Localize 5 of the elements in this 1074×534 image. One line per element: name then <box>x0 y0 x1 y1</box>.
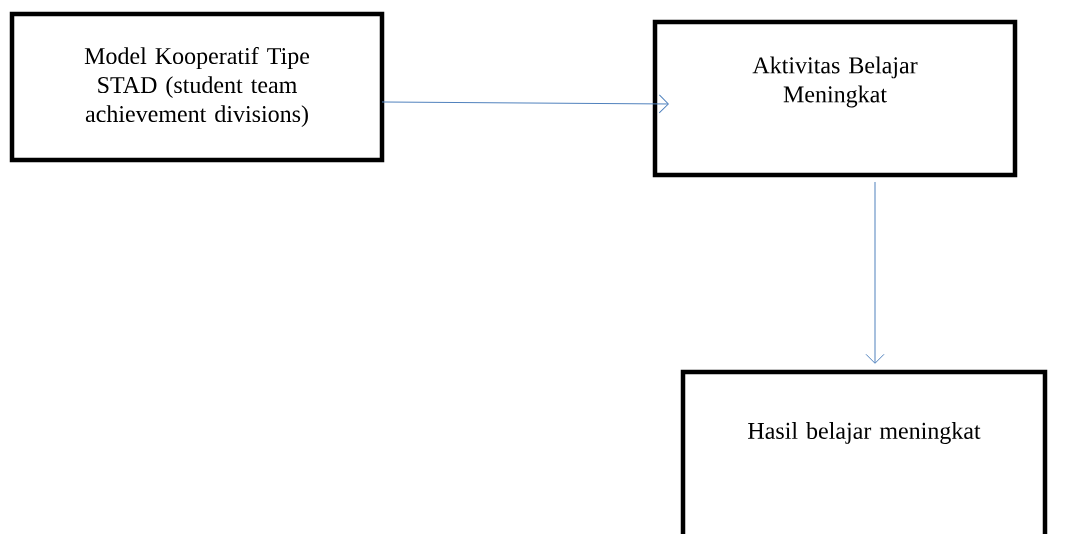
process-box: Aktivitas Belajar Meningkat <box>652 19 1018 178</box>
arrow <box>381 94 669 114</box>
process-box: Hasil belajar meningkat <box>680 369 1048 534</box>
process-box: Model Kooperatif Tipe STAD (student team achievement divisions) <box>9 11 385 163</box>
arrow <box>865 181 885 364</box>
